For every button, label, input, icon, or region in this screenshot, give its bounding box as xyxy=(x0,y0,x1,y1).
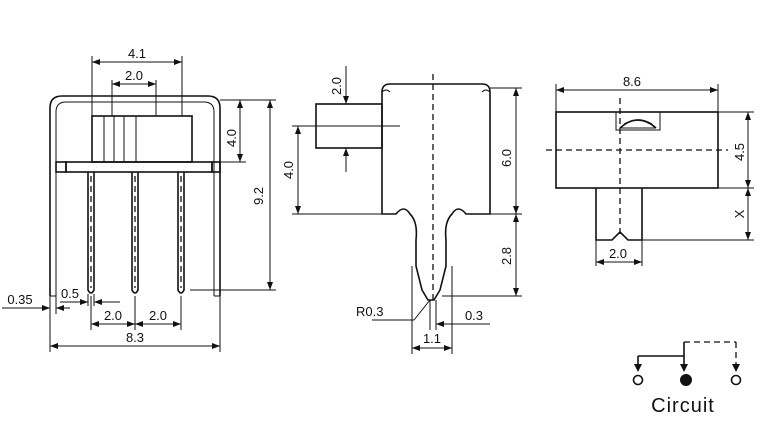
dim-side-knob-travel: 4.0 xyxy=(281,161,296,179)
dim-front-pitch-left: 2.0 xyxy=(104,308,122,323)
front-view: 4.1 2.0 4.0 9.2 0.35 xyxy=(2,46,276,352)
dim-side-tip-offset: 0.3 xyxy=(465,308,483,323)
circuit-label: Circuit xyxy=(651,395,715,417)
dim-front-body-width: 4.1 xyxy=(128,46,146,61)
dim-front-pin-thickness: 0.35 xyxy=(7,292,32,307)
circuit-terminal-left xyxy=(632,374,644,386)
dim-top-body-depth: 4.5 xyxy=(732,143,747,161)
dim-side-tip-radius: R0.3 xyxy=(356,304,383,319)
dim-front-total-width: 8.3 xyxy=(126,330,144,345)
dim-side-tip-width: 1.1 xyxy=(423,331,441,346)
circuit-terminal-common xyxy=(680,374,692,386)
circuit-diagram: Circuit xyxy=(632,341,742,417)
side-view: 2.0 4.0 6.0 2.8 R0.3 0.3 xyxy=(281,66,522,354)
dim-side-lead-length: 2.8 xyxy=(499,247,514,265)
dim-top-knob-width: 2.0 xyxy=(609,246,627,261)
dim-front-knob-width: 2.0 xyxy=(125,68,143,83)
circuit-terminal-right xyxy=(730,374,742,386)
dim-top-body-length: 8.6 xyxy=(623,74,641,89)
dim-top-variable: X xyxy=(732,209,747,218)
dim-front-pin-width: 0.5 xyxy=(61,286,79,301)
dim-side-knob-thickness: 2.0 xyxy=(329,77,344,95)
dim-front-pitch-right: 2.0 xyxy=(149,308,167,323)
dim-front-knob-height: 4.0 xyxy=(224,129,239,147)
top-view: 8.6 4.5 X 2.0 xyxy=(546,74,754,266)
dim-side-body-height: 6.0 xyxy=(499,149,514,167)
dim-front-total-height: 9.2 xyxy=(251,187,266,205)
